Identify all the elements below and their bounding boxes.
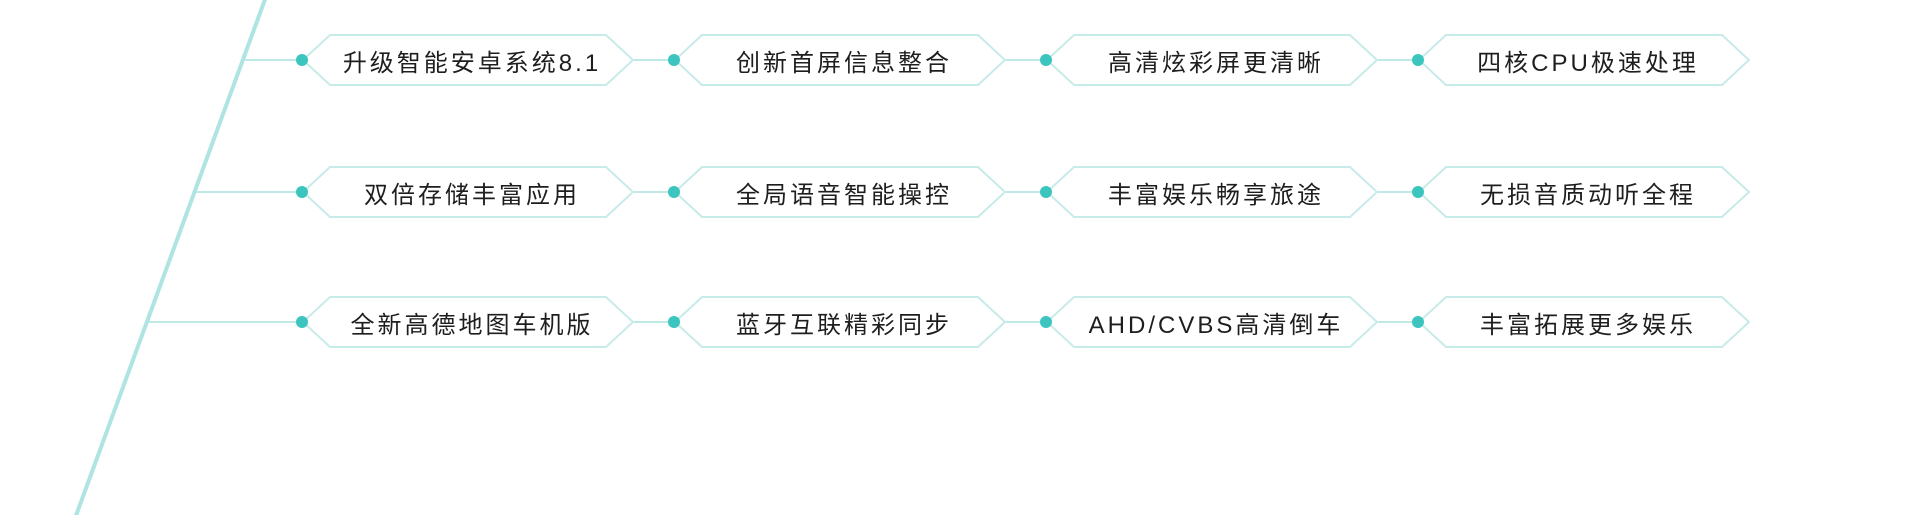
badge-label: 蓝牙互联精彩同步: [736, 311, 952, 339]
dot-icon: [1040, 54, 1052, 66]
dot-icon: [668, 54, 680, 66]
feature-badge: AHD/CVBS高清倒车: [1040, 296, 1379, 348]
hexagon-shape: [1417, 296, 1751, 348]
dot-icon: [1040, 186, 1052, 198]
hexagon-shape: [1045, 296, 1379, 348]
feature-row: 全新高德地图车机版 蓝牙互联精彩同步 AHD/CVBS高清倒车 丰富拓展更多娱乐: [296, 296, 1751, 348]
dot-icon: [1040, 316, 1052, 328]
badge-label: 双倍存储丰富应用: [364, 181, 580, 209]
dot-icon: [668, 186, 680, 198]
badge-label: AHD/CVBS高清倒车: [1088, 311, 1344, 339]
badge-label: 无损音质动听全程: [1480, 181, 1696, 209]
hexagon-shape: [301, 34, 635, 86]
badge-label: 高清炫彩屏更清晰: [1108, 49, 1324, 77]
hexagon-shape: [673, 166, 1007, 218]
feature-badge: 双倍存储丰富应用: [296, 166, 635, 218]
connector-line: [634, 59, 674, 61]
feature-badge: 全新高德地图车机版: [296, 296, 635, 348]
dot-icon: [296, 186, 308, 198]
badge-label: 丰富娱乐畅享旅途: [1108, 181, 1324, 209]
dot-icon: [296, 316, 308, 328]
hexagon-shape: [1417, 34, 1751, 86]
connector-line: [1006, 321, 1046, 323]
connector-line: [1378, 321, 1418, 323]
badge-label: 四核CPU极速处理: [1477, 49, 1699, 77]
badge-label: 创新首屏信息整合: [736, 49, 952, 77]
feature-row: 双倍存储丰富应用 全局语音智能操控 丰富娱乐畅享旅途 无损音质动听全程: [296, 166, 1751, 218]
feature-badge: 无损音质动听全程: [1412, 166, 1751, 218]
dot-icon: [668, 316, 680, 328]
dot-icon: [1412, 316, 1424, 328]
connector-line: [634, 191, 674, 193]
badge-label: 全局语音智能操控: [736, 181, 952, 209]
feature-badge: 升级智能安卓系统8.1: [296, 34, 635, 86]
hexagon-shape: [673, 296, 1007, 348]
connector-line: [1378, 191, 1418, 193]
connector-line: [1006, 59, 1046, 61]
badge-label: 全新高德地图车机版: [350, 311, 594, 339]
hexagon-shape: [301, 166, 635, 218]
hexagon-shape: [1045, 34, 1379, 86]
connector-line: [1378, 59, 1418, 61]
dot-icon: [1412, 186, 1424, 198]
connector-line: [1006, 191, 1046, 193]
diagonal-branch-line: [74, 0, 267, 515]
feature-badge: 丰富娱乐畅享旅途: [1040, 166, 1379, 218]
badge-label: 丰富拓展更多娱乐: [1480, 311, 1696, 339]
feature-badge: 全局语音智能操控: [668, 166, 1007, 218]
dot-icon: [296, 54, 308, 66]
feature-badge: 四核CPU极速处理: [1412, 34, 1751, 86]
badge-label: 升级智能安卓系统8.1: [342, 49, 602, 77]
hexagon-shape: [1417, 166, 1751, 218]
feature-badge: 高清炫彩屏更清晰: [1040, 34, 1379, 86]
hexagon-shape: [301, 296, 635, 348]
hexagon-shape: [673, 34, 1007, 86]
dot-icon: [1412, 54, 1424, 66]
feature-row: 升级智能安卓系统8.1 创新首屏信息整合 高清炫彩屏更清晰 四核CPU极速处理: [296, 34, 1751, 86]
hexagon-shape: [1045, 166, 1379, 218]
feature-badge: 蓝牙互联精彩同步: [668, 296, 1007, 348]
feature-badge: 创新首屏信息整合: [668, 34, 1007, 86]
feature-badge: 丰富拓展更多娱乐: [1412, 296, 1751, 348]
connector-line: [634, 321, 674, 323]
